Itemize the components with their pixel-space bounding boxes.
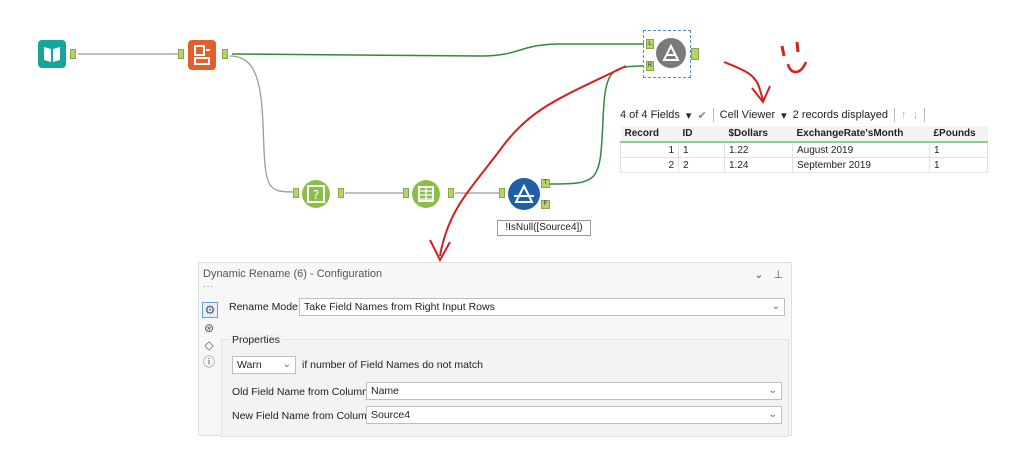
red-arrow-to-config bbox=[439, 65, 627, 257]
rename-output-anchor[interactable] bbox=[691, 48, 699, 60]
sample-tool[interactable]: ? bbox=[302, 180, 330, 208]
arrow-up-icon[interactable]: ↑ bbox=[901, 109, 907, 121]
sample-output-anchor[interactable] bbox=[338, 188, 344, 198]
svg-text:?: ? bbox=[313, 188, 319, 202]
rename-left-anchor[interactable]: L bbox=[646, 39, 654, 49]
column-header-id[interactable]: ID bbox=[678, 126, 725, 143]
select-icon bbox=[418, 186, 434, 202]
smiley-mouth bbox=[786, 61, 808, 74]
old-field-value: Name bbox=[371, 385, 400, 397]
recordid-input-anchor[interactable] bbox=[178, 49, 184, 59]
results-grid: 4 of 4 Fields ▾ ✔ Cell Viewer ▾ 2 record… bbox=[620, 104, 990, 182]
connection-recordid-rename-left bbox=[231, 43, 644, 57]
dynamic-rename-icon bbox=[662, 43, 680, 61]
select-tool[interactable] bbox=[412, 180, 440, 208]
table-cell[interactable]: 1 bbox=[620, 141, 679, 158]
new-field-value: Source4 bbox=[371, 409, 411, 421]
more-dots-icon[interactable]: ··· bbox=[203, 281, 213, 292]
filter-input-anchor[interactable] bbox=[499, 188, 505, 198]
dynamic-rename-tool[interactable] bbox=[656, 38, 686, 68]
column-header-record[interactable]: Record bbox=[620, 126, 679, 143]
table-row[interactable]: 1 1 1.22 August 2019 1 bbox=[620, 141, 988, 158]
records-displayed-label: 2 records displayed bbox=[792, 109, 889, 121]
new-field-select[interactable]: Source4 ⌄ bbox=[366, 406, 782, 424]
chevron-down-icon: ⌄ bbox=[771, 301, 780, 312]
rename-mode-label: Rename Mode: bbox=[229, 301, 301, 313]
red-arrow-to-results bbox=[723, 61, 764, 101]
chevron-down-icon: ⌄ bbox=[768, 409, 777, 420]
rename-right-anchor[interactable]: R bbox=[646, 61, 654, 71]
sample-icon: ? bbox=[307, 185, 325, 203]
chevron-down-icon: ⌄ bbox=[282, 359, 291, 370]
table-row[interactable]: 2 2 1.24 September 2019 1 bbox=[620, 157, 988, 173]
filter-false-anchor[interactable]: F bbox=[541, 200, 550, 209]
annotation-tag-icon[interactable]: ◇ bbox=[204, 338, 214, 352]
toolbar-divider bbox=[712, 108, 714, 122]
table-cell[interactable]: 2 bbox=[678, 157, 725, 173]
record-id-tool[interactable] bbox=[188, 40, 216, 70]
input-output-anchor[interactable] bbox=[70, 49, 76, 59]
properties-group: Properties Warn ⌄ if number of Field Nam… bbox=[221, 334, 789, 437]
record-id-icon bbox=[194, 45, 210, 65]
column-header-pounds[interactable]: £Pounds bbox=[929, 126, 988, 143]
table-cell[interactable]: August 2019 bbox=[792, 141, 930, 158]
sample-input-anchor[interactable] bbox=[293, 188, 299, 198]
apply-check-icon[interactable]: ✔ bbox=[697, 109, 707, 122]
table-cell[interactable]: September 2019 bbox=[792, 157, 930, 173]
old-field-label: Old Field Name from Column bbox=[232, 386, 368, 398]
config-header: Dynamic Rename (6) - Configuration ⌄ ⊥ bbox=[199, 263, 791, 285]
fields-dropdown-icon[interactable]: ▾ bbox=[685, 109, 692, 122]
configuration-gear-icon[interactable]: ⚙ bbox=[202, 302, 218, 318]
cell-viewer-dropdown-icon[interactable]: ▾ bbox=[781, 109, 787, 122]
rename-selection-box bbox=[643, 30, 691, 78]
red-arrowhead-results bbox=[751, 85, 771, 104]
connection-recordid-sample bbox=[229, 55, 296, 193]
table-header-row: Record ID $Dollars ExchangeRate'sMonth £… bbox=[620, 126, 988, 143]
filter-tool[interactable] bbox=[508, 178, 540, 210]
rename-mode-value: Take Field Names from Right Input Rows bbox=[304, 301, 495, 313]
filter-icon bbox=[514, 183, 534, 203]
arrow-down-icon[interactable]: ↓ bbox=[912, 109, 919, 121]
properties-label: Properties bbox=[230, 334, 282, 346]
old-field-select[interactable]: Name ⌄ bbox=[366, 382, 782, 400]
results-toolbar: 4 of 4 Fields ▾ ✔ Cell Viewer ▾ 2 record… bbox=[620, 104, 990, 126]
chevron-down-icon: ⌄ bbox=[768, 385, 777, 396]
collapse-chevron-icon[interactable]: ⌄ bbox=[754, 268, 764, 281]
table-cell[interactable]: 1.24 bbox=[724, 157, 793, 173]
column-header-dollars[interactable]: $Dollars bbox=[724, 126, 793, 143]
table-cell[interactable]: 1 bbox=[929, 157, 988, 173]
rename-mode-select[interactable]: Take Field Names from Right Input Rows ⌄ bbox=[299, 298, 785, 316]
smiley-eyes bbox=[780, 41, 800, 57]
cell-viewer-label[interactable]: Cell Viewer bbox=[719, 109, 776, 121]
help-icon[interactable]: ⓘ bbox=[202, 355, 215, 369]
input-data-icon bbox=[44, 47, 60, 62]
toolbar-divider bbox=[924, 108, 926, 122]
new-field-label: New Field Name from Column bbox=[232, 410, 373, 422]
fields-count-label[interactable]: 4 of 4 Fields bbox=[620, 109, 680, 121]
recordid-output-anchor[interactable] bbox=[222, 49, 228, 59]
toolbar-divider bbox=[894, 108, 896, 122]
select-output-anchor[interactable] bbox=[448, 188, 454, 198]
configuration-panel: Dynamic Rename (6) - Configuration ⌄ ⊥ ·… bbox=[198, 262, 792, 437]
table-cell[interactable]: 1 bbox=[678, 141, 725, 158]
red-arrowhead-config bbox=[429, 239, 451, 263]
mismatch-value: Warn bbox=[237, 359, 262, 371]
config-side-toolbar: ⚙ ⊛ ◇ ⓘ bbox=[199, 299, 219, 372]
connection-icon[interactable]: ⊛ bbox=[203, 321, 215, 335]
table-cell[interactable]: 1.22 bbox=[724, 141, 793, 158]
column-header-month[interactable]: ExchangeRate'sMonth bbox=[792, 126, 930, 143]
mismatch-select[interactable]: Warn ⌄ bbox=[232, 356, 296, 374]
config-title: Dynamic Rename (6) - Configuration bbox=[203, 268, 383, 280]
input-data-tool[interactable] bbox=[38, 40, 66, 68]
table-cell[interactable]: 2 bbox=[620, 157, 679, 173]
filter-true-anchor[interactable]: T bbox=[541, 179, 550, 188]
filter-expression-annotation: !IsNull([Source4]) bbox=[497, 220, 591, 236]
results-table: Record ID $Dollars ExchangeRate'sMonth £… bbox=[620, 126, 988, 173]
pin-icon[interactable]: ⊥ bbox=[773, 268, 783, 281]
mismatch-text: if number of Field Names do not match bbox=[302, 359, 483, 371]
table-cell[interactable]: 1 bbox=[929, 141, 988, 158]
select-input-anchor[interactable] bbox=[403, 188, 409, 198]
